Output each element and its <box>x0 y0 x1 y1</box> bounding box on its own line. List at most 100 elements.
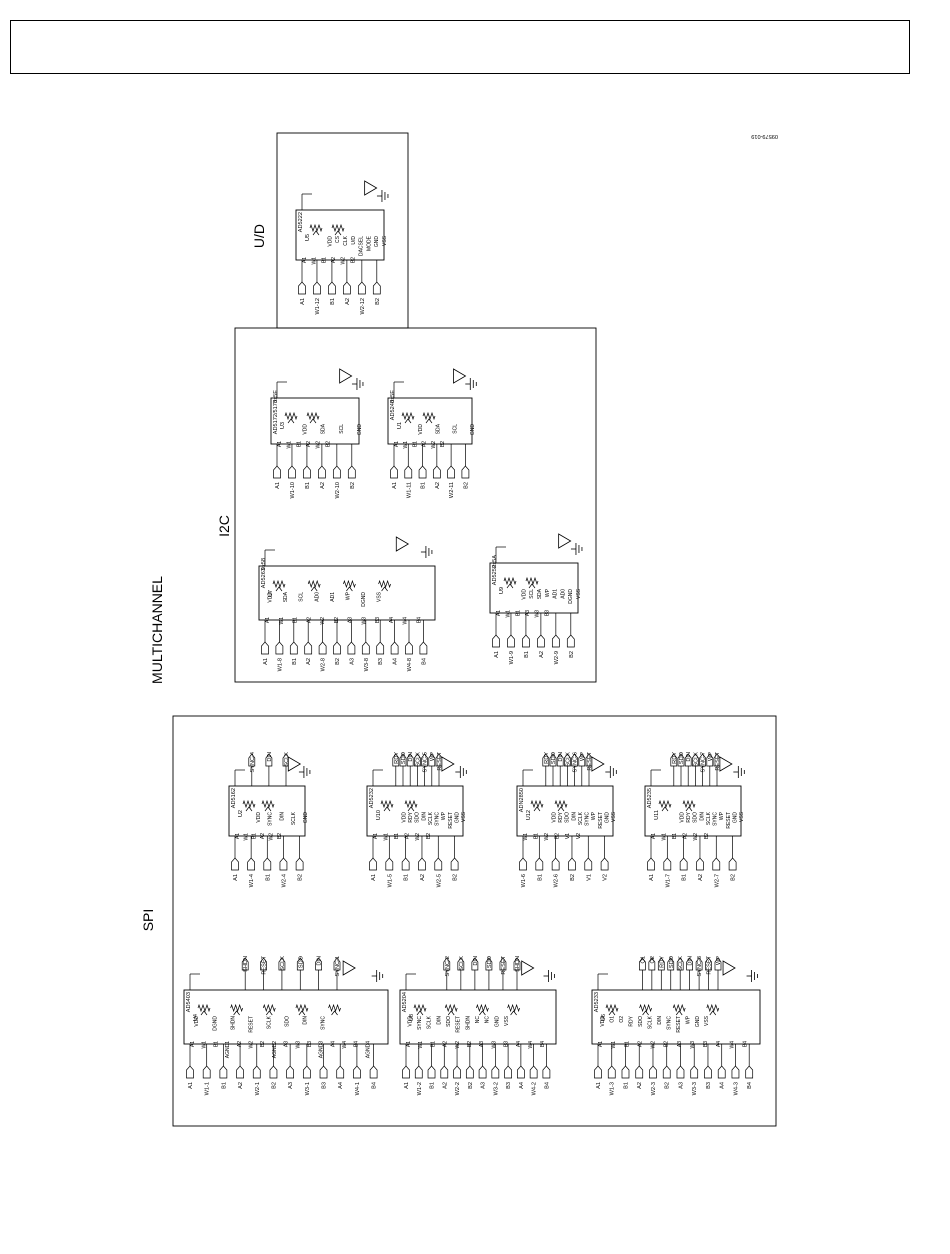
ground-icon <box>351 378 364 390</box>
pin-label: VSS <box>382 235 388 246</box>
net-label: SDO <box>551 751 557 764</box>
resistor-symbol <box>503 576 517 586</box>
net-label: A2 <box>320 482 326 489</box>
net-label: A2 <box>306 658 312 665</box>
pin-label: VSS <box>377 591 383 602</box>
connector-port <box>706 753 714 767</box>
wiper-arrow-icon <box>661 806 669 812</box>
pin-label: WP <box>545 588 551 597</box>
net-label: W2-8 <box>321 658 327 671</box>
wiper-arrow-icon <box>334 230 342 236</box>
connector-port <box>670 753 678 767</box>
connector-port <box>507 634 515 648</box>
pin-label: W3 <box>535 610 541 618</box>
wiper-arrow-icon <box>287 418 295 424</box>
net-label: A2 <box>539 651 545 658</box>
net-label: A1 <box>371 874 377 881</box>
pin-label: W2 <box>693 833 699 841</box>
connector-port <box>717 1065 726 1079</box>
pin-label: W4 <box>729 1041 735 1049</box>
pin-label: W3 <box>491 1041 497 1049</box>
pin-label: A2 <box>306 617 312 623</box>
net-label: W2-2 <box>455 1082 461 1095</box>
resistor-symbol <box>530 799 544 809</box>
connector-port <box>418 857 426 871</box>
net-label: B1 <box>330 298 336 305</box>
pin-label: A4 <box>389 617 395 623</box>
wiper-arrow-icon <box>642 1010 649 1016</box>
ground-icon <box>570 543 583 555</box>
net-label: W3-2 <box>493 1082 499 1095</box>
pin-label: WP <box>441 811 447 820</box>
pin-label: GND <box>470 424 476 436</box>
wiper-arrow-icon <box>346 586 353 592</box>
connector-port <box>404 465 413 479</box>
vss-supply-icon <box>339 368 353 384</box>
pin-label: B1 <box>394 833 400 839</box>
connector-port <box>419 641 428 655</box>
pin-label: A4 <box>716 1041 722 1047</box>
net-label: W1-10 <box>290 482 296 498</box>
connector-port <box>390 465 398 479</box>
net-label: A3 <box>678 1082 684 1089</box>
connector-port <box>361 641 370 655</box>
connector-port <box>318 465 326 479</box>
chip-body <box>295 209 385 261</box>
net-label: SHDN <box>243 956 249 972</box>
pin-label: RESET <box>726 812 732 829</box>
resistor-symbol <box>706 1003 720 1013</box>
net-label: W1-2 <box>417 1082 423 1095</box>
net-label: B1 <box>421 482 427 489</box>
net-label: W4-2 <box>532 1082 538 1095</box>
pin-label: W1 <box>611 1041 617 1049</box>
pin-label: SYNC <box>435 812 441 826</box>
pin-label: W2 <box>320 617 326 625</box>
net-label: W4-8 <box>407 658 413 671</box>
resistor-symbol <box>230 1003 243 1013</box>
resistor-symbol <box>295 1003 309 1013</box>
net-label: O2 <box>650 956 656 963</box>
net-label: A1 <box>404 1082 410 1089</box>
pin-label: DIN <box>571 812 577 821</box>
pin-label: B2 <box>426 833 432 839</box>
section-label-i2c: I2C <box>216 515 232 537</box>
pin-label: B1 <box>534 833 540 839</box>
net-label: B2 <box>569 651 575 658</box>
chip-reference: U11 <box>654 810 660 820</box>
wiper-arrow-icon <box>533 806 541 812</box>
pin-label: A2 <box>405 833 411 839</box>
net-label: A1 <box>300 298 306 305</box>
net-label: B3 <box>322 1082 328 1089</box>
net-label: B1 <box>221 1082 227 1089</box>
pin-label: SDO <box>638 1016 644 1027</box>
net-label: WP <box>708 752 714 761</box>
net-label: SYNC-3 <box>697 956 703 977</box>
pin-label: RDY <box>628 1015 634 1026</box>
connector-port <box>435 753 443 767</box>
chip-part-number: AD5204 <box>402 992 408 1012</box>
net-label: W2-1 <box>255 1082 261 1095</box>
chip-reference: U9 <box>499 587 505 594</box>
pin-label: MODE <box>366 235 372 251</box>
net-label: SYNC-5 <box>423 752 429 773</box>
pin-label: SDO <box>415 812 421 823</box>
connector-port <box>713 753 721 767</box>
net-label: SYNC-4 <box>250 752 256 773</box>
net-label: SYNC-1 <box>335 956 341 977</box>
pin-label: SCLK <box>647 1015 653 1029</box>
net-label: A4 <box>393 658 399 665</box>
resistor-symbol <box>284 411 298 421</box>
pin-label: B4 <box>416 617 422 623</box>
connector-port <box>421 753 428 767</box>
pin-label: W2 <box>544 833 550 841</box>
chip-body <box>489 562 579 614</box>
pin-label: VDD <box>194 1016 200 1027</box>
connector-port <box>695 957 703 971</box>
pin-label: CLK <box>343 235 349 245</box>
pin-label: SCL <box>529 589 535 599</box>
